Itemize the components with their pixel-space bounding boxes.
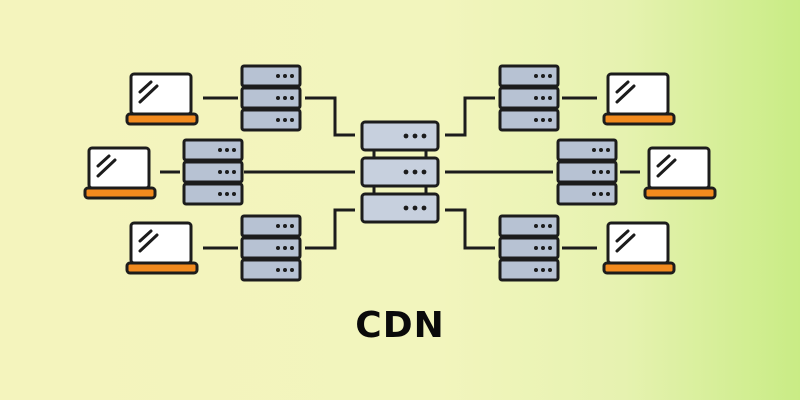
laptop-icon [602,72,676,126]
server-icon [182,138,244,206]
server-icon [240,64,302,132]
edge-servers [182,64,618,282]
connection-lines [160,96,640,250]
laptop-icon [643,146,717,200]
laptop-icon [83,146,157,200]
server-icon [498,214,560,282]
server-icon [556,138,618,206]
diagram-title: CDN [355,305,445,346]
laptop-icon [602,221,676,275]
server-icon [498,64,560,132]
laptop-icon [125,221,199,275]
central-server-icon [360,120,440,224]
laptop-icon [125,72,199,126]
server-icon [240,214,302,282]
